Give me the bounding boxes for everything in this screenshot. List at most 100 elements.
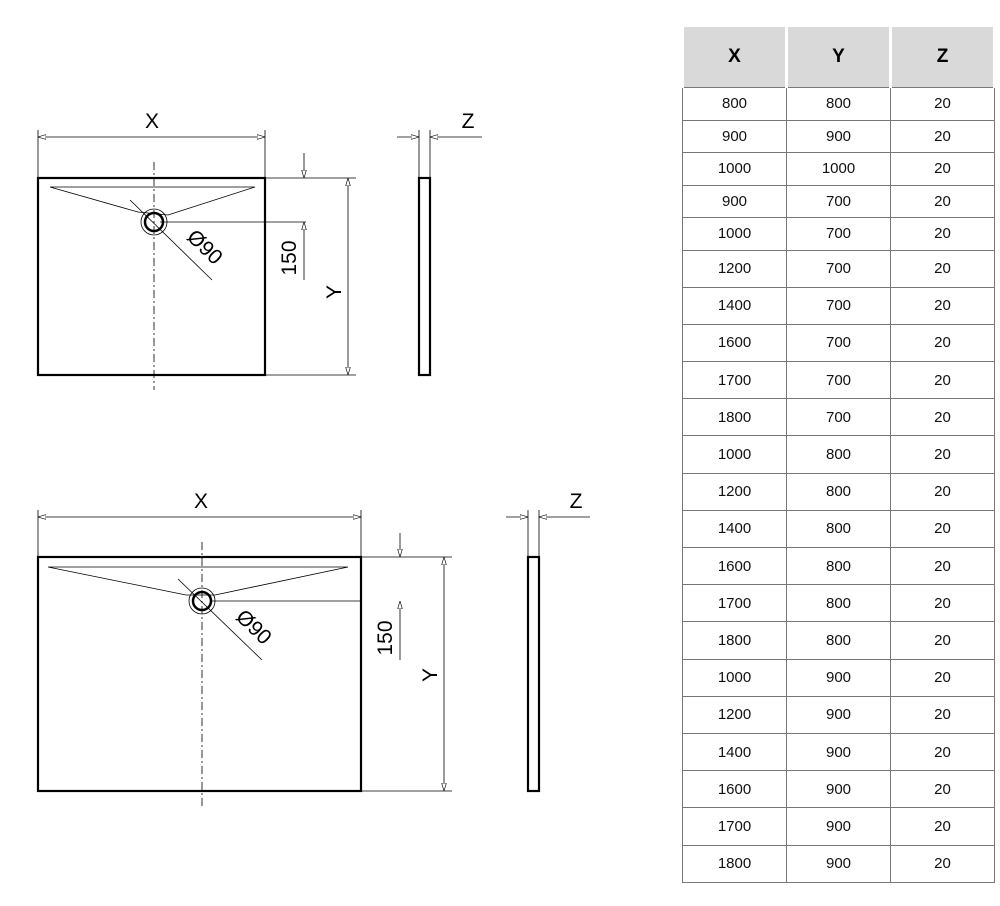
- cell-y: 800: [786, 584, 891, 623]
- cell-x: 1000: [682, 435, 787, 474]
- table-header-row: X Y Z: [681, 27, 996, 88]
- cell-z: 20: [890, 249, 995, 288]
- top-x-dimension-label: X: [145, 110, 159, 133]
- header-z: Z: [889, 27, 996, 88]
- cell-x: 1600: [682, 546, 787, 586]
- cell-z: 20: [890, 584, 995, 623]
- bottom-drain-diameter-label: Ø90: [231, 605, 276, 649]
- cell-x: 1600: [682, 770, 787, 809]
- top-y-dimension-label: Y: [323, 285, 346, 299]
- cell-z: 20: [890, 770, 995, 809]
- cell-y: 900: [786, 732, 891, 772]
- cell-z: 20: [890, 217, 995, 251]
- cell-z: 20: [890, 621, 995, 660]
- cell-x: 900: [682, 184, 787, 218]
- cell-y: 700: [786, 323, 891, 363]
- cell-x: 1200: [682, 249, 787, 288]
- cell-z: 20: [890, 286, 995, 325]
- cell-y: 800: [786, 546, 891, 586]
- cell-z: 20: [890, 732, 995, 772]
- cell-z: 20: [890, 509, 995, 549]
- top-offset-label: 150: [278, 240, 301, 275]
- top-z-dimension-label: Z: [462, 110, 475, 133]
- bottom-z-dimension-label: Z: [570, 490, 583, 513]
- cell-z: 20: [890, 323, 995, 363]
- cell-y: 800: [786, 472, 891, 511]
- technical-drawing: X Z Y 150 Ø90 X Z Y 150 Ø90: [36, 110, 590, 808]
- cell-x: 1800: [682, 621, 787, 660]
- cell-z: 20: [890, 398, 995, 437]
- top-plan-view: [36, 130, 482, 390]
- cell-y: 700: [786, 286, 891, 325]
- cell-z: 20: [890, 658, 995, 697]
- cell-x: 1700: [682, 361, 787, 400]
- cell-z: 20: [890, 807, 995, 846]
- cell-x: 1400: [682, 732, 787, 772]
- cell-y: 900: [786, 807, 891, 846]
- cell-y: 700: [786, 184, 891, 218]
- cell-y: 700: [786, 249, 891, 288]
- cell-x: 900: [682, 119, 787, 153]
- cell-x: 1800: [682, 398, 787, 437]
- cell-x: 1000: [682, 152, 787, 186]
- bottom-x-dimension-label: X: [194, 490, 208, 513]
- cell-y: 900: [786, 658, 891, 697]
- cell-z: 20: [890, 184, 995, 218]
- header-x: X: [681, 27, 788, 88]
- cell-x: 1700: [682, 584, 787, 623]
- cell-x: 1400: [682, 509, 787, 549]
- cell-x: 800: [682, 87, 787, 121]
- cell-x: 1800: [682, 844, 787, 883]
- cell-y: 1000: [786, 152, 891, 186]
- cell-x: 1000: [682, 658, 787, 697]
- cell-z: 20: [890, 119, 995, 153]
- cell-z: 20: [890, 844, 995, 883]
- cell-z: 20: [890, 361, 995, 400]
- cell-x: 1600: [682, 323, 787, 363]
- cell-y: 800: [786, 621, 891, 660]
- cell-z: 20: [890, 472, 995, 511]
- cell-y: 700: [786, 398, 891, 437]
- cell-y: 900: [786, 770, 891, 809]
- cell-y: 800: [786, 509, 891, 549]
- cell-z: 20: [890, 87, 995, 121]
- top-drain-diameter-label: Ø90: [182, 225, 227, 269]
- bottom-y-dimension-label: Y: [419, 668, 442, 682]
- cell-x: 1000: [682, 217, 787, 251]
- cell-z: 20: [890, 695, 995, 734]
- cell-z: 20: [890, 546, 995, 586]
- cell-y: 700: [786, 217, 891, 251]
- bottom-offset-label: 150: [374, 620, 397, 655]
- bottom-plan-view: [36, 510, 590, 808]
- cell-x: 1200: [682, 695, 787, 734]
- cell-x: 1700: [682, 807, 787, 846]
- cell-y: 900: [786, 695, 891, 734]
- cell-x: 1200: [682, 472, 787, 511]
- cell-y: 700: [786, 361, 891, 400]
- cell-z: 20: [890, 152, 995, 186]
- cell-y: 800: [786, 435, 891, 474]
- cell-y: 800: [786, 87, 891, 121]
- cell-y: 900: [786, 119, 891, 153]
